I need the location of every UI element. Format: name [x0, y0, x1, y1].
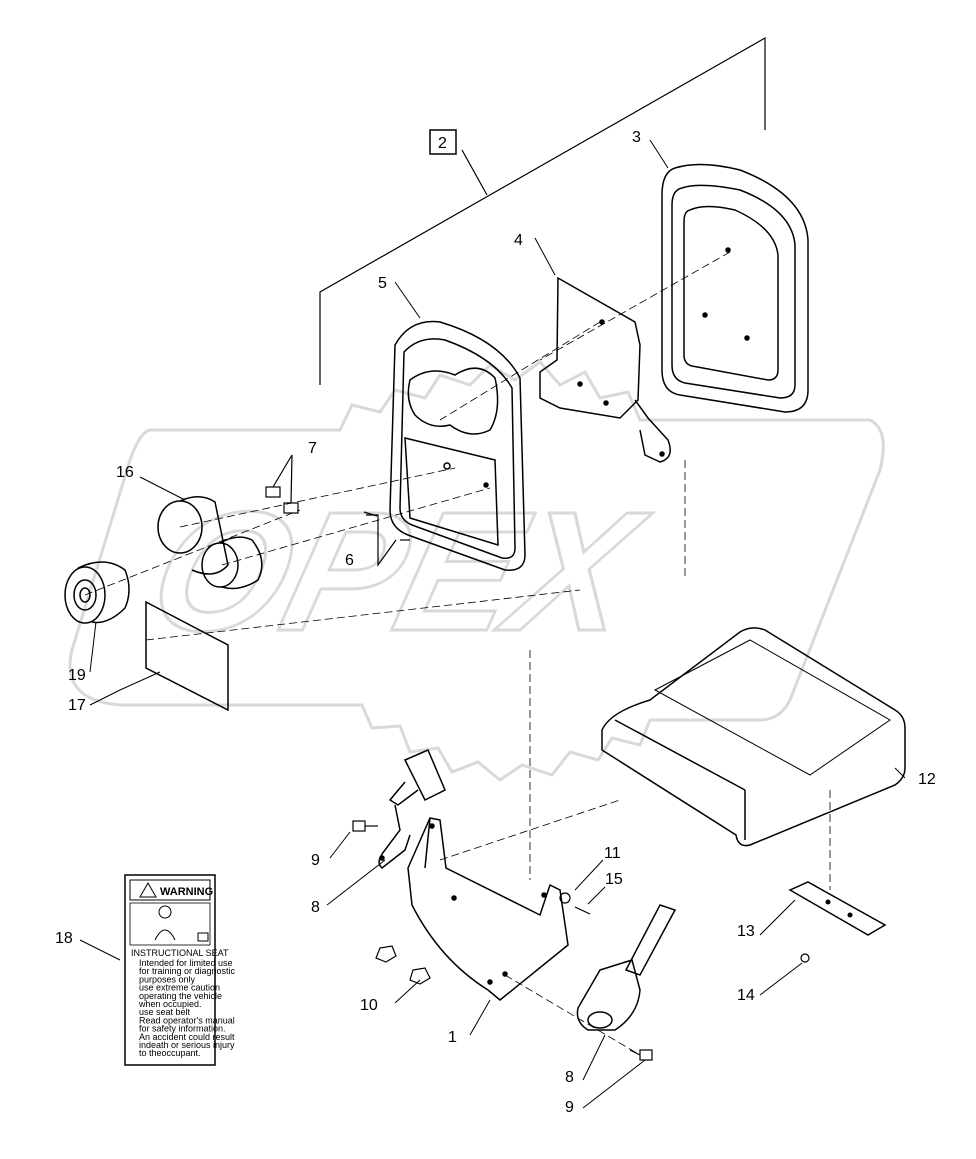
callout-8-lower: 8 — [565, 1069, 574, 1086]
assembly-center-lines — [84, 251, 831, 1056]
book-icon — [197, 932, 209, 942]
decal-line: use seat belt — [139, 1007, 191, 1017]
decal-line: Read operator's manual — [139, 1015, 235, 1025]
callout-19: 19 — [68, 667, 86, 684]
part-10-nut-upper — [375, 945, 397, 963]
assembly-bracket — [319, 36, 766, 385]
decal-line: Intended for limited use — [139, 958, 233, 968]
watermark: OPEX — [68, 359, 885, 782]
callout-13: 13 — [737, 923, 755, 940]
decal-line: An accident could result — [139, 1032, 235, 1042]
callout-10: 10 — [360, 997, 378, 1014]
decal-line: indeath or serious injury — [139, 1040, 235, 1050]
decal-line: operating the vehicle — [139, 991, 222, 1001]
callout-1: 1 — [448, 1029, 457, 1046]
part-5-backrest-frame — [389, 320, 526, 571]
part-15-screw — [574, 906, 591, 915]
part-7-labels — [265, 454, 299, 514]
callout-6: 6 — [345, 552, 354, 569]
part-4-back-plate — [539, 276, 671, 463]
callout-18: 18 — [55, 930, 73, 947]
callout-17: 17 — [68, 697, 86, 714]
part-8-belt-buckle — [378, 749, 446, 869]
part-12-seat-cushion — [601, 627, 906, 847]
part-19-plug — [64, 561, 130, 624]
decal-line: purposes only — [139, 974, 196, 984]
callout-7: 7 — [308, 440, 317, 457]
callout-9-lower: 9 — [565, 1099, 574, 1116]
watermark-gear — [68, 359, 885, 782]
callout-2: 2 — [438, 135, 447, 152]
callout-11: 11 — [604, 845, 621, 862]
callout-4: 4 — [514, 232, 523, 249]
part-3-back-cushion — [661, 163, 809, 413]
part-17-plate — [145, 600, 229, 712]
part-16-cup-holder — [157, 496, 263, 590]
part-10-nut — [409, 967, 431, 985]
part-18-warning-decal: WARNING INSTRUCTIONAL SEAT Intended for … — [124, 874, 236, 1066]
callout-8-upper: 8 — [311, 899, 320, 916]
callout-2-box — [429, 129, 457, 155]
callout-12: 12 — [918, 771, 936, 788]
part-9-bolt-upper — [352, 820, 366, 832]
callout-14: 14 — [737, 987, 755, 1004]
decal-line: when occupied. — [138, 999, 202, 1009]
part-13-plate — [788, 881, 887, 936]
decal-heading: WARNING — [160, 886, 213, 898]
part-11-washer — [559, 892, 571, 904]
decal-line: to theoccupant. — [139, 1048, 201, 1058]
callout-3: 3 — [632, 129, 641, 146]
part-9-bolt-lower — [639, 1049, 653, 1061]
part-6-screws — [363, 511, 410, 567]
decal-line: for safety information. — [139, 1024, 226, 1034]
callout-16: 16 — [116, 464, 134, 481]
leader-lines — [79, 139, 906, 1109]
part-8-retractor — [576, 904, 677, 1031]
part-1-seat-bracket — [407, 817, 569, 1001]
decal-line: use extreme caution — [139, 983, 220, 993]
decal-subheading: INSTRUCTIONAL SEAT — [131, 948, 229, 958]
callout-labels: 1 2 3 4 5 6 7 8 8 9 9 10 11 12 13 14 15 … — [55, 129, 936, 1116]
callout-9-upper: 9 — [311, 852, 320, 869]
callout-15: 15 — [605, 871, 623, 888]
decal-line: for training or diagnostic — [139, 966, 236, 976]
part-14-screw — [800, 953, 810, 963]
callout-5: 5 — [378, 275, 387, 292]
warning-triangle-icon — [139, 881, 157, 898]
